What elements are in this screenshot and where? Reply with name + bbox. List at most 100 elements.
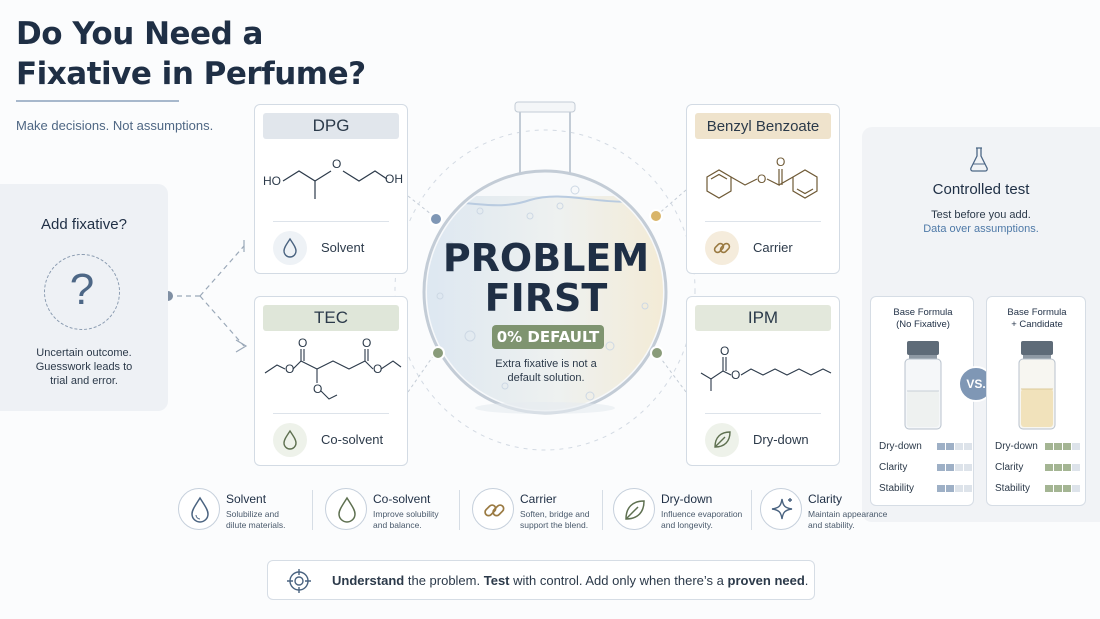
legend-desc-dry-down-1: Influence evaporation [661, 509, 743, 519]
dpg-o-label: O [332, 157, 341, 171]
droplet-outline-icon [325, 488, 367, 530]
metric-segment [946, 464, 954, 471]
metric-segment [1063, 443, 1071, 450]
base-title-line-2: (No Fixative) [896, 319, 950, 330]
base-metric-label-1: Clarity [879, 462, 908, 473]
banner-message: Understand the problem. Test with contro… [332, 573, 808, 588]
dpg-structure-diagram: HO O OH [263, 157, 403, 199]
controlled-test-line-1: Test before you add. [931, 209, 1031, 221]
candidate-metric-label-1: Clarity [995, 462, 1024, 473]
legend-separator [312, 490, 313, 530]
tec-structure-diagram: O O O O O [264, 336, 402, 400]
leaf-icon [613, 488, 655, 530]
legend-desc-dry-down-2: and longevity. [661, 520, 713, 530]
metric-segment [946, 443, 954, 450]
card-ipm-role: Dry-down [753, 432, 809, 447]
title-line-2: Fixative in Perfume? [16, 56, 366, 92]
tec-o-label-1: O [285, 362, 294, 376]
base-formula-title: Base Formula (No Fixative) [871, 307, 975, 331]
banner-text-3: . [804, 573, 809, 588]
legend-desc-co-solvent-1: Improve solubility [373, 509, 439, 519]
candidate-formula-panel: Base Formula + Candidate Dry-down Clarit… [986, 296, 1086, 506]
card-tec: TEC O O O O O Co-solvent [254, 296, 408, 466]
legend-desc-co-solvent-2: and balance. [373, 520, 422, 530]
droplet-outline-icon [273, 423, 307, 457]
card-benzyl-divider [705, 221, 821, 222]
legend-title-co-solvent: Co-solvent [373, 492, 431, 506]
metric-segment [964, 485, 972, 492]
droplet-icon [178, 488, 220, 530]
legend-separator [751, 490, 752, 530]
metric-segment [1072, 464, 1080, 471]
uncertain-desc-line-3: trial and error. [50, 375, 118, 387]
flask-headline-line-2: FIRST [484, 276, 608, 320]
legend-title-clarity: Clarity [808, 492, 843, 506]
flask-icon [970, 147, 988, 172]
candidate-metric-bar-1 [1045, 464, 1080, 471]
card-ipm-title: IPM [695, 305, 831, 331]
tec-o-label-5: O [313, 382, 322, 396]
metric-segment [1063, 485, 1071, 492]
metric-segment [1045, 464, 1053, 471]
link-icon [472, 488, 514, 530]
legend-separator [459, 490, 460, 530]
bottom-banner: Understand the problem. Test with contro… [267, 560, 815, 600]
metric-segment [1054, 464, 1062, 471]
tec-o-label-4: O [373, 362, 382, 376]
uncertain-desc-line-2: Guesswork leads to [35, 361, 133, 373]
tec-connector-dot [431, 346, 445, 360]
target-icon [287, 569, 311, 593]
link-icon [705, 231, 739, 265]
card-tec-role: Co-solvent [321, 432, 384, 447]
uncertain-heading: Add fixative? [41, 216, 127, 233]
base-metric-label-2: Stability [879, 483, 915, 494]
tec-o-label-3: O [362, 336, 371, 350]
dpg-ho-label: HO [263, 174, 281, 188]
legend-desc-carrier-2: support the blend. [520, 520, 589, 530]
title-underline [16, 100, 179, 102]
card-ipm: IPM O O Dry-down [686, 296, 840, 466]
title-line-1: Do You Need a [16, 16, 263, 52]
legend-desc-clarity-1: Maintain appearance [808, 509, 888, 519]
dpg-connector-dot [429, 212, 443, 226]
card-ipm-divider [705, 413, 821, 414]
banner-emphasis-understand: Understand [332, 573, 405, 588]
metric-segment [955, 485, 963, 492]
legend-desc-solvent-2: dilute materials. [226, 520, 286, 530]
metric-segment [1054, 443, 1062, 450]
card-dpg-divider [273, 221, 389, 222]
controlled-test-line-2: Data over assumptions. [923, 223, 1039, 235]
flask-illustration [422, 101, 668, 415]
metric-segment [1045, 443, 1053, 450]
candidate-metric-bar-0 [1045, 443, 1080, 450]
benzyl-structure-diagram: O O [706, 155, 818, 199]
candidate-metric-label-2: Stability [995, 483, 1031, 494]
candidate-formula-title: Base Formula + Candidate [987, 307, 1087, 331]
candidate-vial-icon [1018, 341, 1056, 430]
uncertain-desc-line-1: Uncertain outcome. [36, 347, 132, 359]
metric-segment [1045, 485, 1053, 492]
default-badge: 0% DEFAULT [492, 325, 604, 349]
candidate-title-line-1: Base Formula [1007, 307, 1067, 318]
base-metric-bar-0 [937, 443, 972, 450]
metric-segment [955, 443, 963, 450]
card-benzyl-title: Benzyl Benzoate [695, 113, 831, 139]
base-vial-icon [904, 341, 942, 430]
dpg-oh-label: OH [385, 172, 403, 186]
metric-segment [1063, 464, 1071, 471]
flask-headline-line-1: PROBLEM [442, 236, 650, 280]
metric-segment [937, 485, 945, 492]
metric-segment [964, 464, 972, 471]
ipm-o-label-1: O [720, 344, 729, 358]
candidate-metric-bar-2 [1045, 485, 1080, 492]
page-title: Do You Need a Fixative in Perfume? [16, 14, 366, 94]
legend-title-solvent: Solvent [226, 492, 267, 506]
